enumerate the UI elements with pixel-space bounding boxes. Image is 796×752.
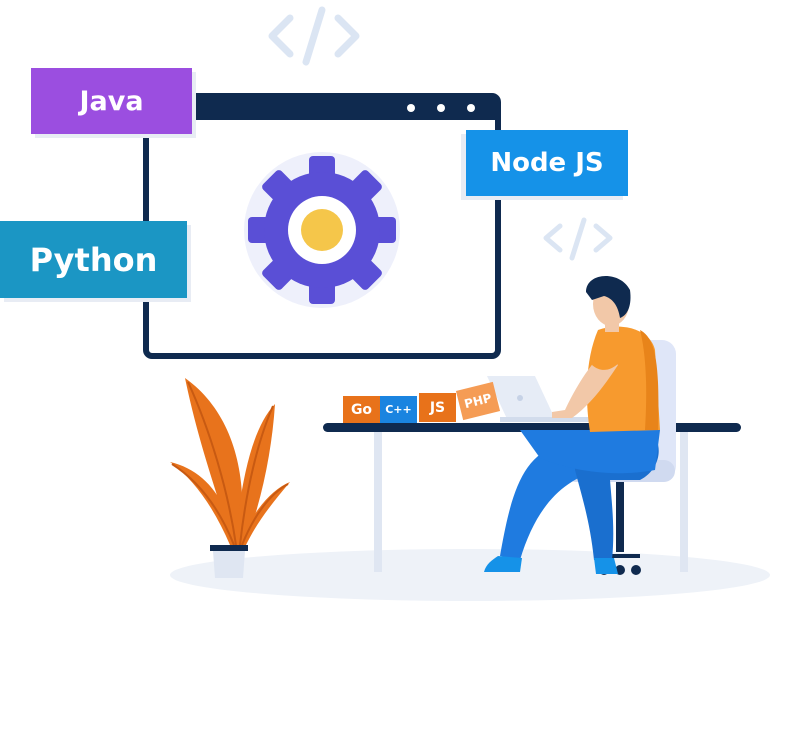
laptop (487, 376, 590, 422)
window-dot-icon (437, 104, 445, 112)
floor-shadow (170, 549, 770, 601)
js-cube: JS (419, 393, 456, 422)
code-symbol-right-icon (543, 217, 613, 261)
code-symbol-top-icon (268, 6, 360, 66)
cpp-cube: C++ (380, 396, 417, 423)
python-tag: Python (0, 221, 187, 298)
window-dot-icon (467, 104, 475, 112)
person (484, 275, 660, 574)
window-dot-icon (407, 104, 415, 112)
node-js-tag: Node JS (466, 130, 628, 196)
plant (170, 378, 290, 578)
go-cube: Go (343, 396, 380, 423)
gear-icon (244, 152, 400, 308)
java-tag: Java (31, 68, 192, 134)
